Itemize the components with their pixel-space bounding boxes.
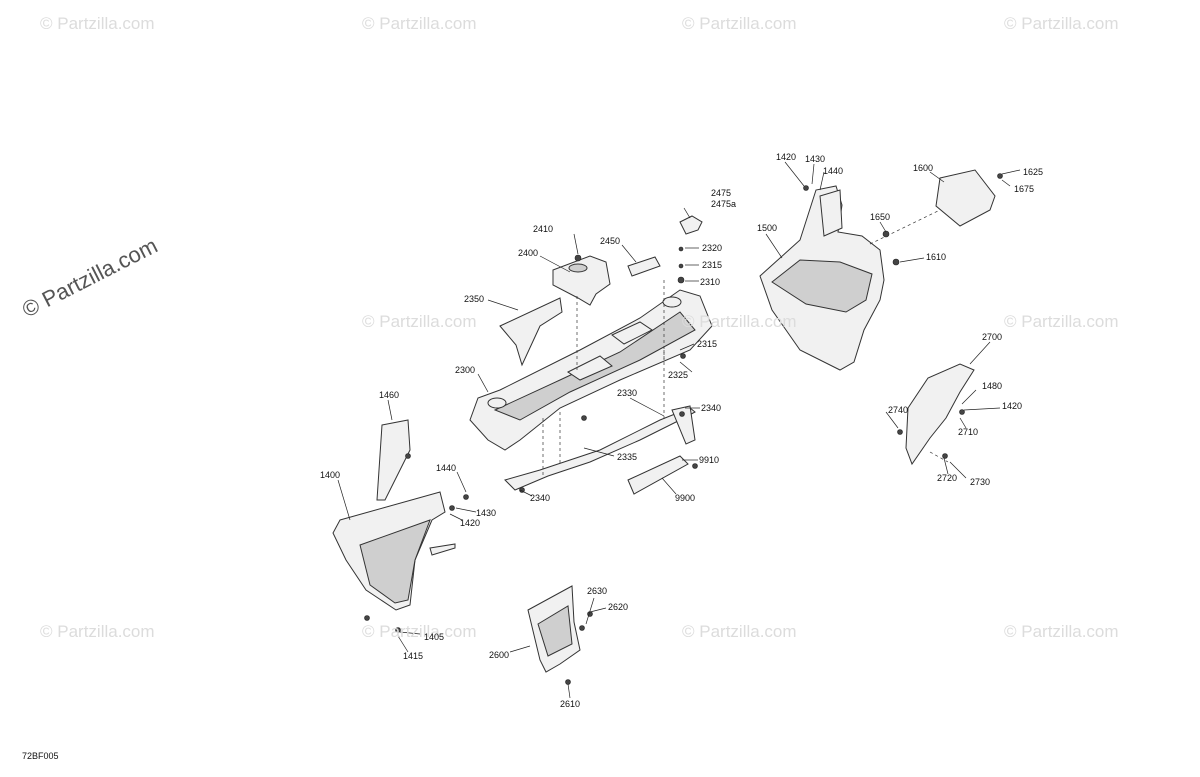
side-panel-left-illustration (332, 419, 456, 611)
callout-1500[interactable]: 1500 (757, 223, 778, 233)
watermark-text: © Partzilla.com (682, 622, 797, 641)
callout-2340-right[interactable]: 2340 (701, 403, 722, 413)
callout-2310[interactable]: 2310 (700, 277, 721, 287)
callout-2730[interactable]: 2730 (970, 477, 991, 487)
callout-1405[interactable]: 1405 (424, 632, 445, 642)
lid-2450-illustration (627, 256, 661, 277)
callout-2600[interactable]: 2600 (489, 650, 510, 660)
callout-1420-right[interactable]: 1420 (1002, 401, 1023, 411)
cup-holder-2475-illustration (679, 215, 703, 235)
support-bracket-illustration (504, 405, 696, 491)
callout-1600[interactable]: 1600 (913, 163, 934, 173)
watermark-text: © Partzilla.com (362, 622, 477, 641)
watermark-text: © Partzilla.com (682, 312, 797, 331)
callout-2400[interactable]: 2400 (518, 248, 539, 258)
callout-1650[interactable]: 1650 (870, 212, 891, 222)
callout-2340-left[interactable]: 2340 (530, 493, 551, 503)
callout-2475[interactable]: 2475 (711, 188, 732, 198)
callout-1625[interactable]: 1625 (1023, 167, 1044, 177)
callout-2450[interactable]: 2450 (600, 236, 621, 246)
callout-2740[interactable]: 2740 (888, 405, 909, 415)
callout-2335[interactable]: 2335 (617, 452, 638, 462)
callout-2325[interactable]: 2325 (668, 370, 689, 380)
callout-1440-left[interactable]: 1440 (436, 463, 457, 473)
watermark-text: © Partzilla.com (40, 14, 155, 33)
callout-2350[interactable]: 2350 (464, 294, 485, 304)
center-console-illustration (469, 289, 713, 451)
bracket-1600-illustration (935, 169, 996, 227)
callout-2720[interactable]: 2720 (937, 473, 958, 483)
watermark-text: © Partzilla.com (1004, 622, 1119, 641)
callout-1480[interactable]: 1480 (982, 381, 1003, 391)
callout-2330[interactable]: 2330 (617, 388, 638, 398)
callout-1400[interactable]: 1400 (320, 470, 341, 480)
callout-2410[interactable]: 2410 (533, 224, 554, 234)
callout-1675[interactable]: 1675 (1014, 184, 1035, 194)
callout-1610[interactable]: 1610 (926, 252, 947, 262)
callout-2710[interactable]: 2710 (958, 427, 979, 437)
plate-9900-illustration (627, 455, 689, 495)
callout-2320[interactable]: 2320 (702, 243, 723, 253)
panel-2350-illustration (499, 297, 563, 367)
watermark-text: © Partzilla.com (362, 14, 477, 33)
callout-2630[interactable]: 2630 (587, 586, 608, 596)
callout-2475a[interactable]: 2475a (711, 199, 737, 209)
diagram-code: 72BF005 (22, 751, 59, 761)
watermark-text: © Partzilla.com (682, 14, 797, 33)
assembly-lines (542, 209, 949, 476)
callout-1415[interactable]: 1415 (403, 651, 424, 661)
fasteners (364, 173, 1003, 685)
watermark-text: © Partzilla.com (362, 312, 477, 331)
cover-2400-illustration (552, 255, 611, 306)
callout-1420-top[interactable]: 1420 (776, 152, 797, 162)
leader-lines (337, 161, 1021, 699)
watermark-text: © Partzilla.com (1004, 312, 1119, 331)
callout-2610[interactable]: 2610 (560, 699, 581, 709)
callout-2315-top[interactable]: 2315 (702, 260, 723, 270)
callout-9910[interactable]: 9910 (699, 455, 720, 465)
callout-1440-top[interactable]: 1440 (823, 166, 844, 176)
callout-1420-left[interactable]: 1420 (460, 518, 481, 528)
callout-2700[interactable]: 2700 (982, 332, 1003, 342)
callout-2300[interactable]: 2300 (455, 365, 476, 375)
callout-9900[interactable]: 9900 (675, 493, 696, 503)
callout-1460[interactable]: 1460 (379, 390, 400, 400)
watermark-text: © Partzilla.com (1004, 14, 1119, 33)
callout-2620[interactable]: 2620 (608, 602, 629, 612)
panel-2700-illustration (905, 363, 975, 466)
callout-1430-left[interactable]: 1430 (476, 508, 497, 518)
callout-1430-top[interactable]: 1430 (805, 154, 826, 164)
callout-2315-bottom[interactable]: 2315 (697, 339, 718, 349)
side-panel-right-illustration (759, 185, 885, 371)
watermark-text: © Partzilla.com (40, 622, 155, 641)
